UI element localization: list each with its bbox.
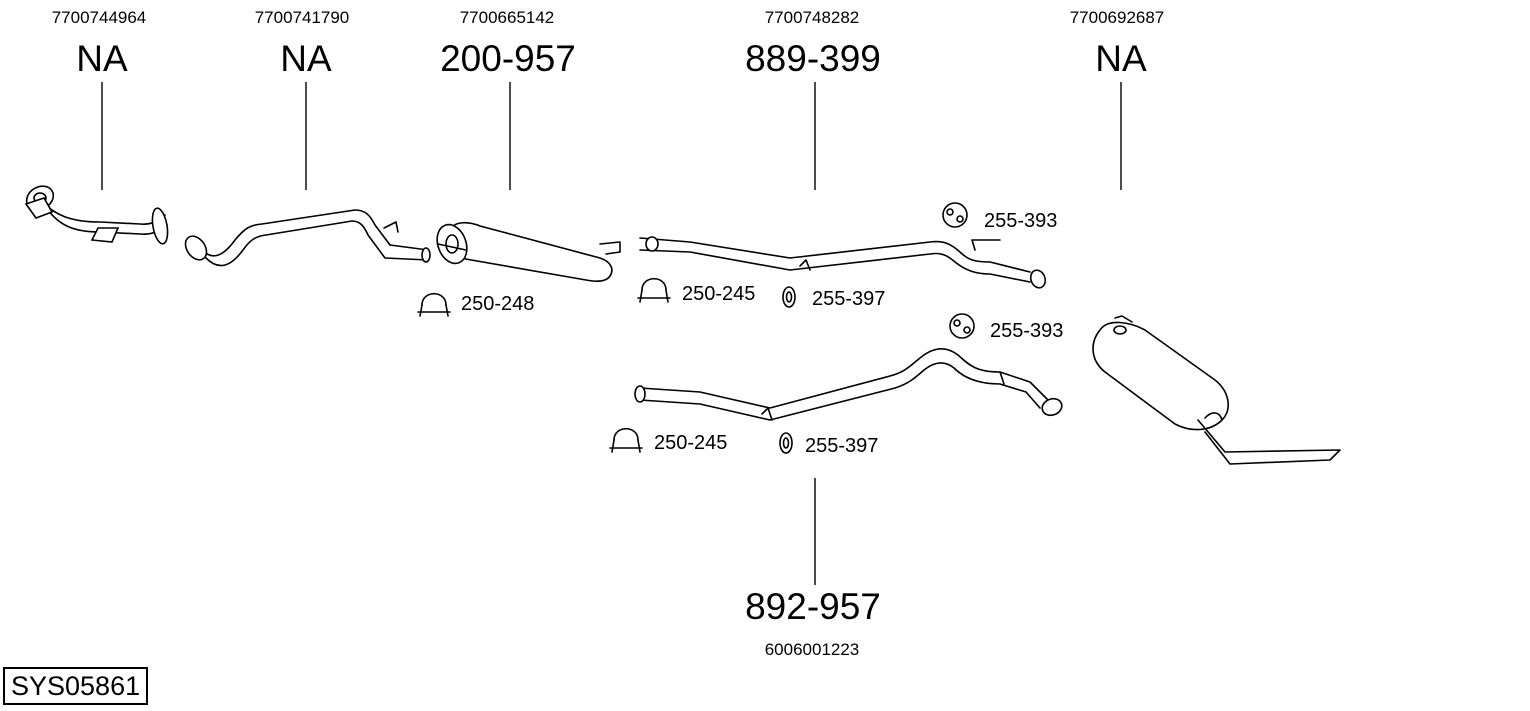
- oem-number-5: 7700692687: [1069, 8, 1165, 27]
- clamp-icon-3[interactable]: [609, 427, 643, 453]
- intermediate-pipe-icon[interactable]: [181, 209, 431, 267]
- leader-lines: [101, 82, 1122, 585]
- oem-number-1: 7700744964: [51, 8, 147, 27]
- oem-number-bottom: 6006001223: [764, 640, 860, 659]
- part-ref-3[interactable]: 200-957: [440, 38, 576, 79]
- clamp-icon-1[interactable]: [417, 292, 451, 317]
- accessory-label-7[interactable]: 255-397: [805, 435, 879, 457]
- oem-number-2: 7700741790: [254, 8, 350, 27]
- part-ref-5[interactable]: NA: [1095, 38, 1147, 79]
- part-ref-1[interactable]: NA: [76, 38, 128, 79]
- part-ref-2[interactable]: NA: [280, 38, 332, 79]
- accessory-label-2[interactable]: 250-248: [461, 293, 535, 315]
- accessory-label-1[interactable]: 255-393: [984, 210, 1058, 232]
- rear-pipe-upper-icon[interactable]: [639, 236, 1048, 290]
- accessory-label-5[interactable]: 255-393: [990, 320, 1064, 342]
- accessory-label-4[interactable]: 255-397: [812, 288, 886, 310]
- hanger-icon-1[interactable]: [942, 202, 968, 228]
- part-ref-4[interactable]: 889-399: [745, 38, 881, 79]
- clamp-icon-2[interactable]: [637, 277, 671, 303]
- system-code-badge: SYS05861: [3, 667, 149, 705]
- front-pipe-icon[interactable]: [22, 181, 170, 245]
- accessory-label-6[interactable]: 250-245: [654, 432, 728, 454]
- accessory-label-3[interactable]: 250-245: [682, 283, 756, 305]
- rear-silencer-icon[interactable]: [1092, 315, 1341, 465]
- ring-icon-1[interactable]: [782, 286, 796, 308]
- centre-silencer-icon[interactable]: [432, 220, 621, 282]
- oem-number-4: 7700748282: [764, 8, 860, 27]
- oem-number-3: 7700665142: [459, 8, 555, 27]
- hanger-icon-2[interactable]: [949, 313, 975, 339]
- rear-pipe-lower-icon[interactable]: [634, 348, 1064, 421]
- ring-icon-2[interactable]: [779, 432, 793, 454]
- part-ref-bottom[interactable]: 892-957: [745, 586, 881, 627]
